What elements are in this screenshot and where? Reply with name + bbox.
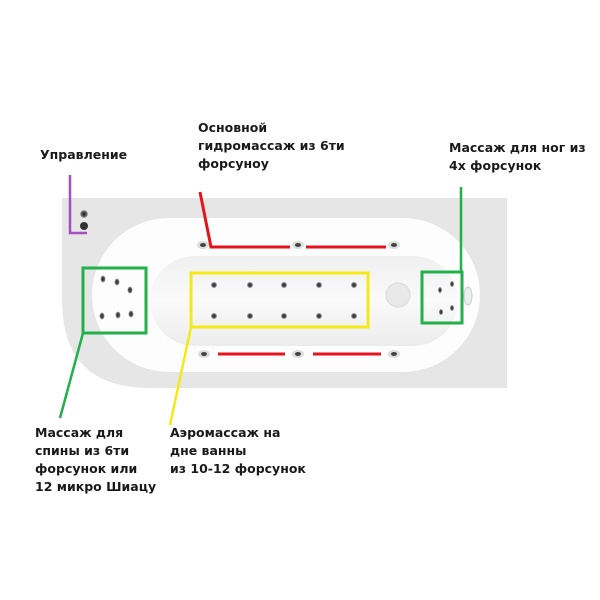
label-line: гидромассаж из 6ти [198,138,345,153]
aero-jet-icon [316,282,322,288]
control-pointer-line [68,175,87,235]
label-line: форсуноу [198,156,269,171]
foot-jet-icon [439,309,443,315]
label-line: форсунок или [35,461,138,476]
label-line: Аэромассаж на [170,425,281,440]
control-knob-icon [80,210,88,218]
back-jet-icon [115,311,121,319]
back-jet-icon [128,310,134,318]
control-label: Управление [40,147,128,162]
label-line: 4х форсунок [449,158,542,173]
aero-jet-icon [281,282,287,288]
label-line: из 10-12 форсунок [170,461,306,476]
foot-jet-icon [450,281,454,287]
foot-massage-label: Массаж для ног из 4х форсунок [449,139,586,175]
label-line: Массаж для [35,425,124,440]
aero-massage-label: Аэромассаж на дне ванны из 10-12 форсуно… [170,424,306,478]
back-jet-icon [114,278,120,286]
back-jet-icon [99,312,105,320]
foot-jet-icon [438,287,442,293]
back-massage-label: Массаж для спины из 6ти форсунок или 12 … [35,424,156,496]
back-jet-icon [127,286,133,294]
drain-icon [385,282,411,308]
hydro-jet-icon [200,243,206,247]
hydro-jet-icon [201,352,207,356]
aero-zone-box [189,271,370,329]
label-line: Основной [198,120,268,135]
main-hydro-label: Основной гидромассаж из 6ти форсуноу [198,119,345,173]
hydro-pointer-line [198,191,290,249]
control-knob-icon [80,222,88,230]
aero-pointer-line [168,326,193,426]
hydro-jet-icon [391,352,397,356]
overflow-icon [463,286,473,306]
foot-jet-icon [450,305,454,311]
aero-jet-icon [211,282,217,288]
back-zone-box [81,266,148,335]
hydro-jet-icon [391,243,397,247]
label-line: 12 микро Шиацу [35,479,157,494]
back-pointer-line [58,332,85,419]
aero-jet-icon [281,313,287,319]
aero-jet-icon [351,313,357,319]
aero-jet-icon [211,313,217,319]
aero-jet-icon [247,282,253,288]
back-jet-icon [100,275,106,283]
aero-jet-icon [247,313,253,319]
tub-basin [150,256,458,346]
label-line: Массаж для ног из [449,140,586,155]
hydro-jet-icon [295,243,301,247]
hydro-jet-icon [295,352,301,356]
label-line: дне ванны [170,443,247,458]
aero-jet-icon [316,313,322,319]
label-line: спины из 6ти [35,443,130,458]
foot-zone-box [420,270,464,325]
aero-jet-icon [351,282,357,288]
